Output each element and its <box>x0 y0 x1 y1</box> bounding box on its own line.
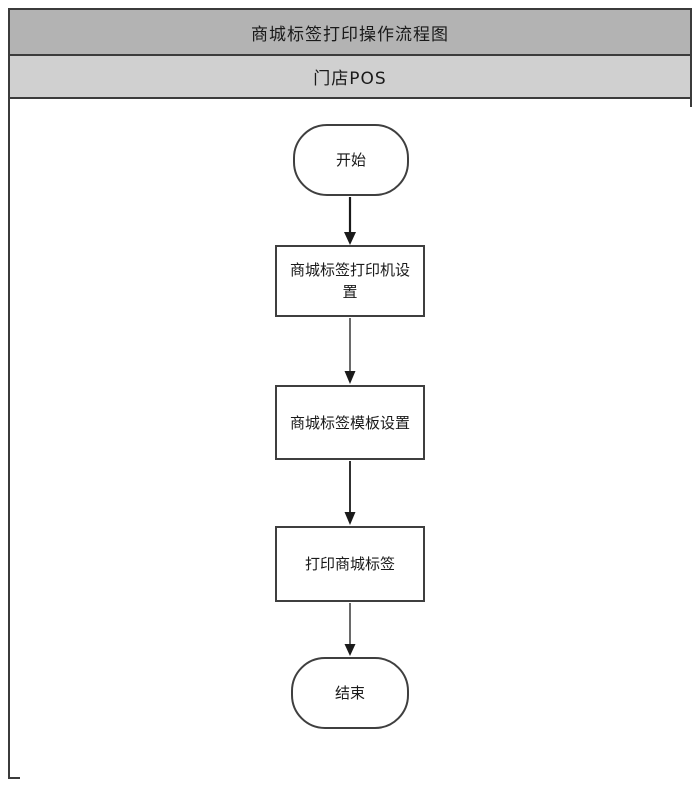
flow-node-start-label: 开始 <box>335 151 366 169</box>
flow-node-end: 结束 <box>291 657 409 729</box>
flow-node-print-label-label: 打印商城标签 <box>304 555 395 573</box>
diagram-title: 商城标签打印操作流程图 <box>251 24 449 45</box>
flow-node-end-label: 结束 <box>334 684 365 702</box>
flow-node-print-label: 打印商城标签 <box>275 526 425 602</box>
swimlane-header: 门店POS <box>10 56 690 99</box>
diagram-title-bar: 商城标签打印操作流程图 <box>10 10 690 56</box>
flow-node-template-setup: 商城标签模板设置 <box>275 385 425 460</box>
flow-node-printer-setup: 商城标签打印机设置 <box>275 245 425 317</box>
swimlane-label: 门店POS <box>313 69 387 89</box>
flow-node-template-setup-label: 商城标签模板设置 <box>289 413 410 432</box>
flow-node-start: 开始 <box>293 124 409 196</box>
flow-node-printer-setup-label: 商城标签打印机设置 <box>289 261 410 301</box>
